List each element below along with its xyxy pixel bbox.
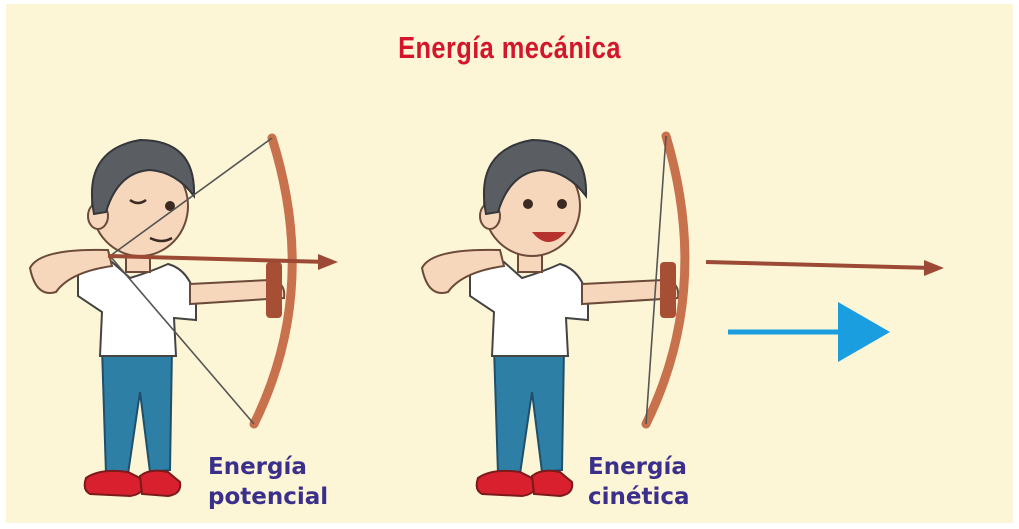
- pants: [100, 347, 174, 475]
- arrow-head: [318, 254, 338, 270]
- arrow-shaft: [705, 260, 935, 270]
- arrow-head: [924, 260, 944, 276]
- eye-left: [523, 199, 533, 209]
- drawing-arm: [28, 248, 114, 294]
- open-eye: [165, 201, 175, 211]
- hair: [482, 138, 588, 216]
- closed-eye: [129, 198, 147, 205]
- shirt: [77, 259, 197, 357]
- bow: [249, 133, 297, 429]
- pants: [492, 347, 566, 475]
- bow-grip: [266, 262, 282, 318]
- hair: [90, 138, 196, 216]
- potential-label-line-2: potencial: [208, 484, 329, 510]
- shoe-right: [530, 469, 574, 498]
- kinetic-label-line-2: cinética: [588, 484, 690, 510]
- bow: [641, 131, 690, 429]
- eye-right: [557, 199, 567, 209]
- shoe-left: [475, 469, 538, 498]
- kinetic-energy-label: Energía cinética: [588, 452, 690, 512]
- kinetic-label-line-1: Energía: [588, 454, 687, 480]
- shirt: [469, 259, 589, 357]
- bow-grip: [660, 262, 676, 318]
- diagram-title: Energía mecánica: [398, 30, 621, 65]
- arrow-shaft: [107, 254, 329, 264]
- boy-archer-released-icon: [420, 131, 944, 498]
- shoe-left: [83, 469, 146, 498]
- bowstring: [645, 135, 667, 425]
- released-arm: [420, 248, 506, 294]
- shoe-right: [138, 469, 182, 498]
- smile: [532, 232, 566, 242]
- mouth: [149, 236, 173, 243]
- motion-arrow-icon: [728, 302, 890, 362]
- boy-archer-drawing-icon: [28, 133, 338, 498]
- potential-energy-label: Energía potencial: [208, 452, 328, 512]
- potential-label-line-1: Energía: [208, 454, 307, 480]
